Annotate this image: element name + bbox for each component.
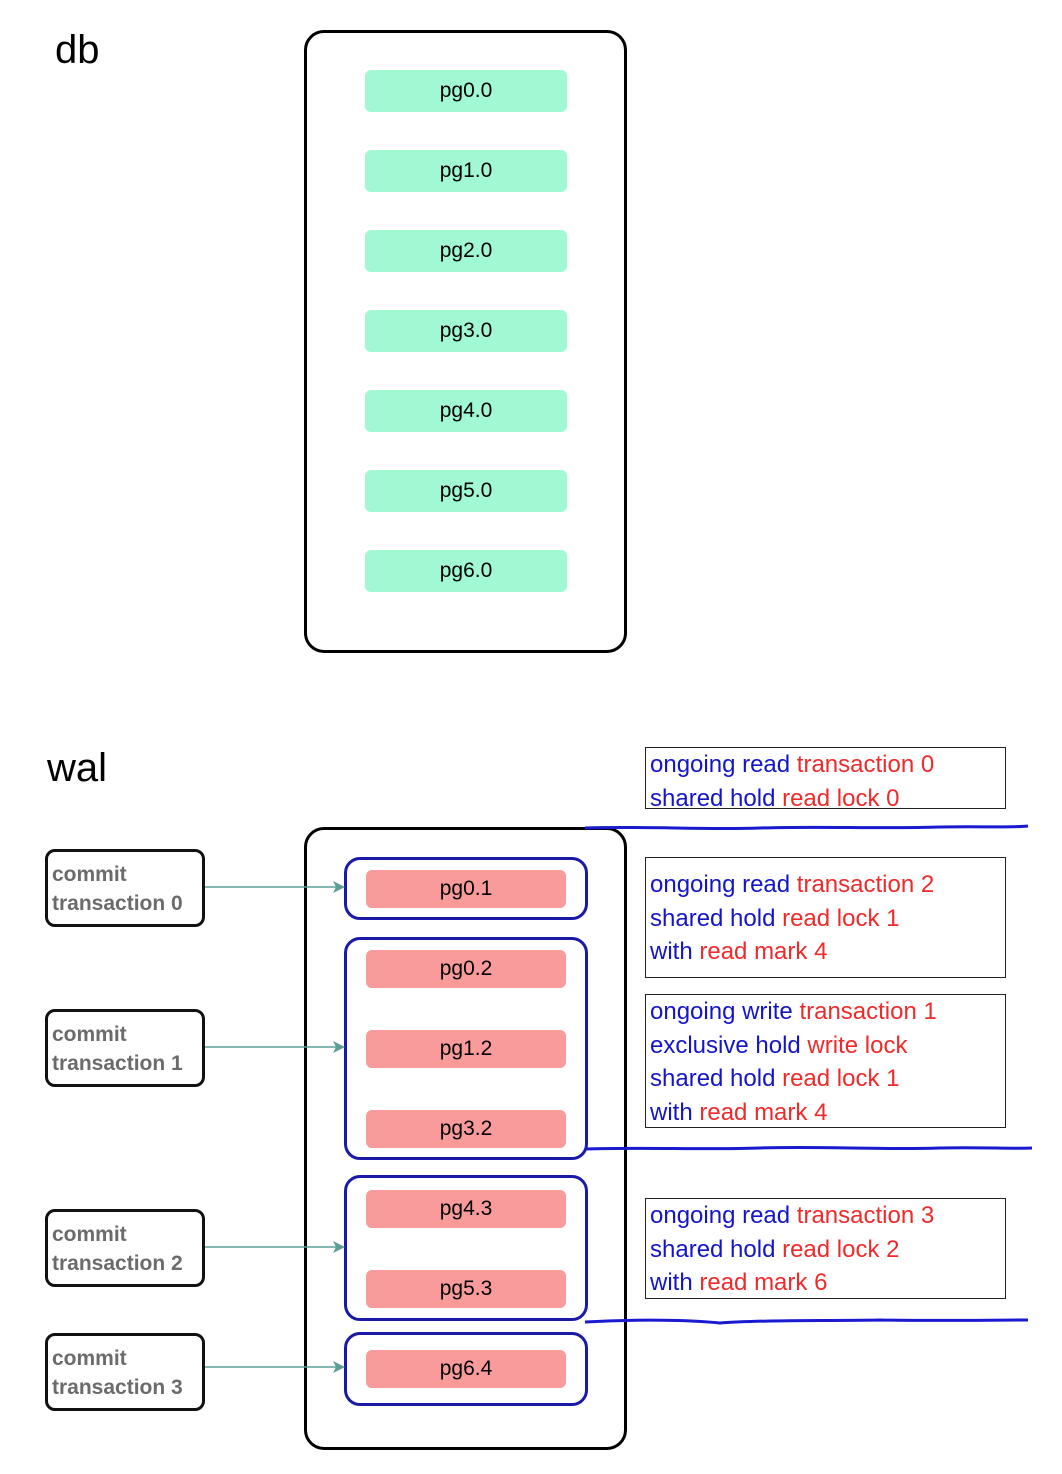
commit-label: commit — [52, 1223, 127, 1246]
note-text: shared hold — [650, 784, 783, 812]
note-line: ongoing read transaction 0 — [650, 748, 1005, 782]
db-title: db — [55, 28, 100, 72]
wal-page: pg3.2 — [366, 1110, 566, 1148]
db-page: pg1.0 — [365, 150, 567, 192]
wal-page: pg1.2 — [366, 1030, 566, 1068]
transaction-note-1: ongoing read transaction 2 shared hold r… — [645, 857, 1006, 978]
commit-transaction-label: transaction 3 — [52, 1376, 183, 1399]
note-highlight-text: read mark 6 — [699, 1269, 828, 1296]
note-line: with read mark 4 — [650, 1096, 1005, 1130]
wal-frame-group-2: pg4.3 pg5.3 — [344, 1175, 588, 1321]
wal-page: pg4.3 — [366, 1190, 566, 1228]
note-highlight-text: read mark 4 — [699, 1098, 828, 1126]
read-mark-divider-0 — [584, 824, 1029, 831]
note-highlight-text: read lock 0 — [782, 784, 900, 812]
note-highlight-text: transaction 1 — [799, 998, 937, 1025]
commit-transaction-label: transaction 1 — [52, 1052, 183, 1075]
note-highlight-text: read lock 2 — [782, 1235, 900, 1263]
commit-box-3: commit transaction 3 — [45, 1333, 205, 1411]
note-line: with read mark 4 — [650, 935, 1005, 969]
note-text: shared hold — [650, 1235, 783, 1263]
note-text: shared hold — [650, 1065, 783, 1092]
note-line: ongoing read transaction 2 — [650, 868, 1005, 902]
read-mark-divider-1 — [584, 1145, 1033, 1151]
note-line: shared hold read lock 1 — [650, 902, 1005, 936]
note-highlight-text: transaction 2 — [796, 871, 935, 898]
note-text: with — [650, 1269, 700, 1296]
note-highlight-text: transaction 0 — [796, 751, 935, 778]
db-container: pg0.0 pg1.0 pg2.0 pg3.0 pg4.0 pg5.0 pg6.… — [304, 30, 627, 653]
note-line: with read mark 6 — [650, 1266, 1005, 1300]
db-page: pg4.0 — [365, 390, 567, 432]
commit-box-2: commit transaction 2 — [45, 1209, 205, 1287]
note-text: shared hold — [650, 904, 783, 932]
commit-transaction-label: transaction 2 — [52, 1252, 183, 1275]
commit-box-0: commit transaction 0 — [45, 849, 205, 927]
wal-container — [304, 827, 627, 1450]
note-highlight-text: read lock 1 — [782, 904, 900, 932]
wal-title: wal — [47, 746, 108, 790]
transaction-note-3: ongoing read transaction 3 shared hold r… — [645, 1198, 1006, 1299]
db-page: pg5.0 — [365, 470, 567, 512]
note-text: with — [650, 938, 700, 965]
wal-page: pg6.4 — [366, 1350, 566, 1388]
note-line: shared hold read lock 0 — [650, 782, 1005, 816]
wal-page: pg0.2 — [366, 950, 566, 988]
note-line: ongoing read transaction 3 — [650, 1199, 1005, 1233]
wal-frame-group-1: pg0.2 pg1.2 pg3.2 — [344, 937, 588, 1160]
commit-box-1: commit transaction 1 — [45, 1009, 205, 1087]
note-text: with — [650, 1098, 700, 1126]
note-highlight-text: read mark 4 — [699, 938, 828, 965]
note-line: shared hold read lock 1 — [650, 1062, 1005, 1096]
note-text: ongoing read — [650, 751, 797, 778]
db-page: pg0.0 — [365, 70, 567, 112]
commit-label: commit — [52, 1023, 127, 1046]
wal-frame-group-3: pg6.4 — [344, 1332, 588, 1406]
note-line: exclusive hold write lock — [650, 1029, 1005, 1063]
note-text: ongoing read — [650, 1202, 797, 1229]
note-line: shared hold read lock 2 — [650, 1233, 1005, 1267]
db-page: pg2.0 — [365, 230, 567, 272]
read-mark-divider-2 — [584, 1318, 1029, 1325]
note-highlight-text: read lock 1 — [782, 1065, 900, 1092]
transaction-note-2: ongoing write transaction 1 exclusive ho… — [645, 994, 1006, 1128]
wal-page: pg0.1 — [366, 870, 566, 908]
wal-frame-group-0: pg0.1 — [344, 857, 588, 920]
note-text: exclusive hold — [650, 1031, 808, 1059]
note-highlight-text: write lock — [807, 1031, 908, 1059]
transaction-note-0: ongoing read transaction 0 shared hold r… — [645, 747, 1006, 812]
note-line: ongoing write transaction 1 — [650, 995, 1005, 1029]
note-highlight-text: transaction 3 — [796, 1202, 935, 1229]
commit-transaction-label: transaction 0 — [52, 892, 183, 915]
note-text: ongoing read — [650, 871, 797, 898]
commit-label: commit — [52, 863, 127, 886]
db-page: pg6.0 — [365, 550, 567, 592]
wal-page: pg5.3 — [366, 1270, 566, 1308]
db-page: pg3.0 — [365, 310, 567, 352]
commit-label: commit — [52, 1347, 127, 1370]
note-text: ongoing write — [650, 998, 800, 1025]
